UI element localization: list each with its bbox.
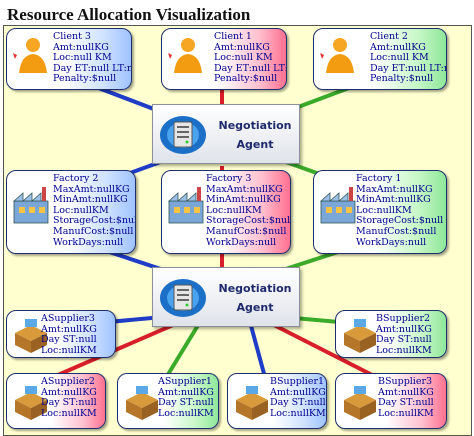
- client-penalty: Penalty:$null: [214, 73, 278, 85]
- negotiation-agent-top[interactable]: Negotiation Agent: [152, 104, 300, 164]
- client-penalty: Penalty:$null: [370, 73, 434, 85]
- client-1-node[interactable]: Client 1 Amt:nullKG Loc:null KM Day ET:n…: [161, 28, 287, 90]
- server-icon: [160, 116, 206, 154]
- crates-icon: [236, 386, 268, 420]
- wire-agent2-bsupplier1: [248, 321, 268, 382]
- supplier-title: ASupplier2: [41, 376, 95, 387]
- crates-icon: [344, 386, 376, 420]
- factory-manuf-cost: ManufCost:$null: [53, 225, 134, 237]
- person-icon: [168, 38, 202, 73]
- client-location: Loc:null KM: [370, 52, 429, 64]
- factory-location: Loc:nullKM: [53, 204, 109, 216]
- supplier-title: BSupplier2: [376, 313, 431, 324]
- factory-storage-cost: StorageCost:$null: [356, 215, 444, 227]
- factory-location: Loc:nullKM: [356, 204, 412, 216]
- asupplier-2-node[interactable]: ASupplier2 Amt:nullKG Day ST:null Loc:nu…: [6, 373, 106, 429]
- factory-work-days: WorkDays:null: [53, 236, 124, 248]
- supplier-amount: Amt:nullKG: [41, 386, 97, 398]
- supplier-title: BSupplier1: [270, 376, 325, 387]
- factory-storage-cost: StorageCost:$null: [53, 215, 136, 227]
- factory-min-amount: MinAmt:nullKG: [356, 194, 431, 206]
- client-location: Loc:null KM: [53, 52, 112, 64]
- agent-label-line2: Agent: [236, 138, 274, 151]
- person-icon: [320, 38, 354, 73]
- person-icon: [13, 38, 47, 73]
- factory-icon: [167, 187, 204, 224]
- factory-1-node[interactable]: Factory 1 MaxAmt:nullKG MinAmt:nullKG Lo…: [313, 170, 447, 254]
- client-amount: Amt:nullKG: [214, 41, 270, 53]
- bsupplier-2-node[interactable]: BSupplier2 Amt:nullKG Day ST:null Loc:nu…: [335, 310, 447, 358]
- factory-2-node[interactable]: Factory 2 MaxAmt:nullKG MinAmt:nullKG Lo…: [6, 170, 136, 254]
- crates-icon: [126, 386, 158, 420]
- wire-agent2-bsupplier3: [267, 320, 385, 383]
- client-day: Day ET:null LT:null: [370, 62, 446, 74]
- bsupplier-3-node[interactable]: BSupplier3 Amt:nullKG Day ST:null Loc:nu…: [335, 373, 447, 429]
- negotiation-agent-bottom[interactable]: Negotiation Agent: [152, 267, 300, 327]
- factory-max-amount: MaxAmt:nullKG: [206, 183, 283, 195]
- asupplier-1-node[interactable]: ASupplier1 Amt:nullKG Day ST:null Loc:nu…: [117, 373, 219, 429]
- supplier-location: Loc:nullKM: [376, 344, 432, 356]
- supplier-title: BSupplier3: [378, 376, 433, 387]
- supplier-amount: Amt:nullKG: [41, 323, 97, 335]
- supplier-location: Loc:nullKM: [41, 407, 97, 419]
- supplier-amount: Amt:nullKG: [378, 386, 434, 398]
- factory-location: Loc:nullKM: [206, 204, 262, 216]
- wire-agent2-asupplier1: [162, 320, 202, 383]
- factory-icon: [12, 187, 49, 224]
- client-title: Client 3: [53, 31, 91, 42]
- client-title: Client 1: [214, 31, 252, 42]
- factory-icon: [319, 187, 356, 224]
- page-title: Resource Allocation Visualization: [7, 5, 251, 24]
- supplier-day: Day ST:null: [41, 334, 97, 346]
- client-3-node[interactable]: Client 3 Amt:nullKG Loc:null KM Day ET:n…: [6, 28, 132, 90]
- supplier-location: Loc:nullKM: [41, 344, 97, 356]
- client-amount: Amt:nullKG: [370, 41, 426, 53]
- client-amount: Amt:nullKG: [53, 41, 109, 53]
- supplier-title: ASupplier1: [158, 376, 212, 387]
- client-day: Day ET:null LT:null: [214, 62, 287, 74]
- factory-title: Factory 2: [53, 173, 99, 184]
- factory-manuf-cost: ManufCost:$null: [356, 225, 437, 237]
- diagram-canvas: Negotiation Agent Negotiation Agent Clie…: [3, 25, 472, 436]
- client-title: Client 2: [370, 31, 408, 42]
- supplier-location: Loc:nullKM: [378, 407, 434, 419]
- client-penalty: Penalty:$null: [53, 73, 117, 85]
- factory-title: Factory 3: [206, 173, 252, 184]
- supplier-amount: Amt:nullKG: [270, 386, 326, 398]
- factory-min-amount: MinAmt:nullKG: [53, 194, 128, 206]
- supplier-location: Loc:nullKM: [158, 407, 214, 419]
- factory-storage-cost: StorageCost:$null: [206, 215, 291, 227]
- supplier-title: ASupplier3: [41, 313, 95, 324]
- agent-label-line2: Agent: [236, 301, 274, 314]
- client-location: Loc:null KM: [214, 52, 273, 64]
- client-day: Day ET:null LT:null: [53, 62, 131, 74]
- supplier-day: Day ST:null: [270, 397, 326, 409]
- supplier-location: Loc:nullKM: [270, 407, 326, 419]
- server-icon: [160, 279, 206, 317]
- supplier-amount: Amt:nullKG: [158, 386, 214, 398]
- bsupplier-1-node[interactable]: BSupplier1 Amt:nullKG Day ST:null Loc:nu…: [227, 373, 327, 429]
- crates-icon: [344, 319, 376, 353]
- factory-min-amount: MinAmt:nullKG: [206, 194, 281, 206]
- agent-label-line1: Negotiation: [218, 119, 292, 132]
- factory-max-amount: MaxAmt:nullKG: [356, 183, 433, 195]
- factory-work-days: WorkDays:null: [356, 236, 427, 248]
- asupplier-3-node[interactable]: ASupplier3 Amt:nullKG Day ST:null Loc:nu…: [6, 310, 116, 358]
- factory-title: Factory 1: [356, 173, 402, 184]
- supplier-day: Day ST:null: [378, 397, 434, 409]
- supplier-day: Day ST:null: [158, 397, 214, 409]
- supplier-day: Day ST:null: [41, 397, 97, 409]
- client-2-node[interactable]: Client 2 Amt:nullKG Loc:null KM Day ET:n…: [313, 28, 447, 90]
- factory-3-node[interactable]: Factory 3 MaxAmt:nullKG MinAmt:nullKG Lo…: [161, 170, 291, 254]
- supplier-amount: Amt:nullKG: [376, 323, 432, 335]
- supplier-day: Day ST:null: [376, 334, 432, 346]
- agent-label-line1: Negotiation: [218, 282, 292, 295]
- factory-max-amount: MaxAmt:nullKG: [53, 183, 130, 195]
- factory-work-days: WorkDays:null: [206, 236, 277, 248]
- crates-icon: [15, 386, 47, 420]
- factory-manuf-cost: ManufCost:$null: [206, 225, 287, 237]
- crates-icon: [15, 319, 47, 353]
